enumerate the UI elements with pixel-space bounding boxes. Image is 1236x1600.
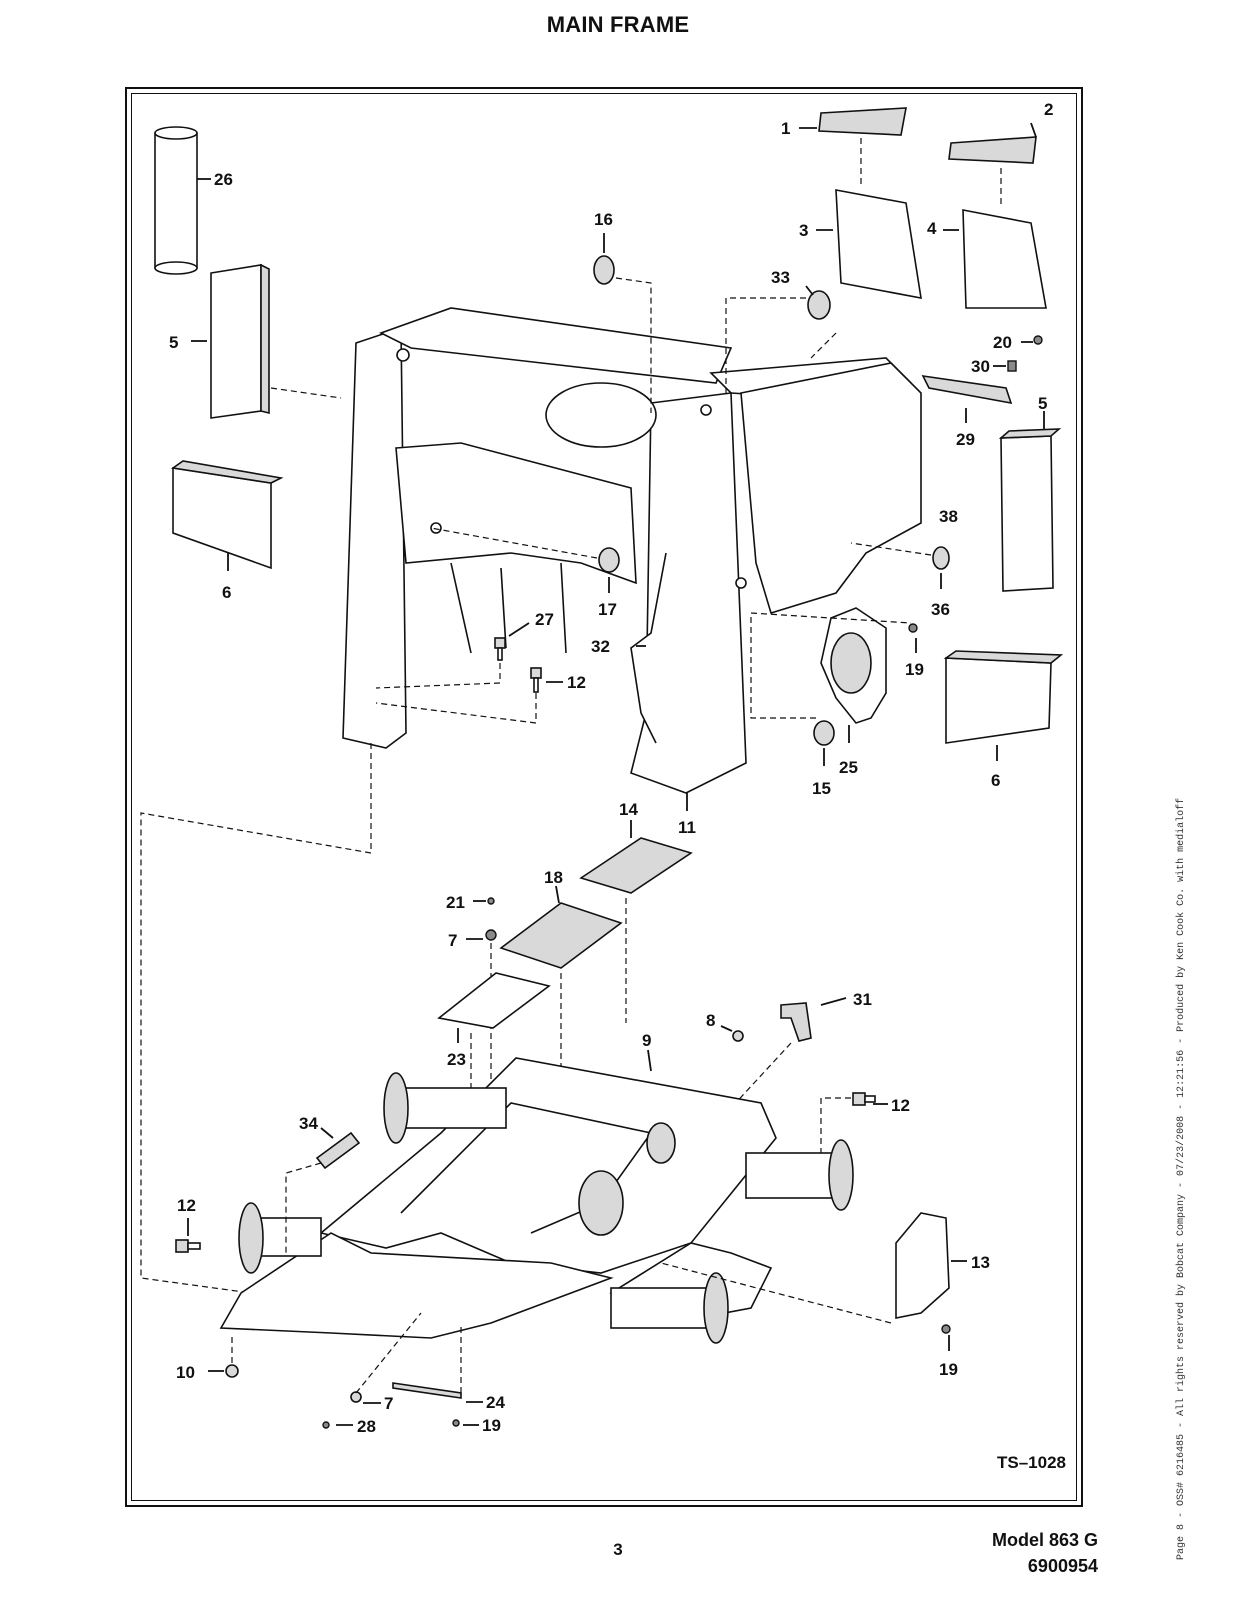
part-2-plate [948,122,1037,208]
callout-1: 1 [781,119,790,138]
callout-12c: 12 [177,1196,196,1215]
part-9-lower-frame [219,1049,854,1344]
part-36-bushing [850,542,950,589]
callout-32: 32 [591,637,610,656]
part-4-plate [943,209,1047,309]
callout-6b: 6 [991,771,1000,790]
part-5-left-block [191,263,342,419]
side-copyright-note: Page 8 - OSS# 6216485 - All rights reser… [1176,797,1187,1560]
part-12-bolt-left [175,1218,201,1253]
part-17-bushing [430,527,620,593]
callout-38: 38 [939,507,958,526]
callout-12a: 12 [567,673,586,692]
callout-27: 27 [535,610,554,629]
callout-2: 2 [1044,100,1053,119]
part-12-bolt-upper [375,667,563,724]
part-24-strap [392,1323,483,1403]
part-10-nut [208,1333,239,1378]
callout-20: 20 [993,333,1012,352]
part-21-bolt [473,897,495,905]
callout-18: 18 [544,868,563,887]
callout-5b: 5 [1038,394,1047,413]
callout-31: 31 [853,990,872,1009]
part-27-bolt [375,622,530,689]
callout-30: 30 [971,357,990,376]
callout-23: 23 [447,1050,466,1069]
callout-33: 33 [771,268,790,287]
callout-11: 11 [678,818,696,837]
part-15-bushing [813,720,835,766]
part-25-plate [750,607,912,743]
callout-13: 13 [971,1253,990,1272]
callout-26: 26 [214,170,233,189]
callout-24: 24 [486,1393,505,1412]
part-31-clip [670,997,847,1174]
part-3-plate [816,189,922,299]
part-7-washer-lower [350,1312,422,1404]
main-frame-exploded-diagram: 1 2 3 4 5 5 6 6 26 16 33 20 30 29 38 17 … [140,100,1064,1436]
callout-34: 34 [299,1114,318,1133]
part-19-nut-lower [452,1419,479,1427]
callout-25: 25 [839,758,858,777]
callout-16: 16 [594,210,613,229]
part-18-plate [499,885,623,1083]
part-29-bracket [921,374,1013,423]
part-8-nut [720,1025,744,1042]
callout-29: 29 [956,430,975,449]
callout-7a: 7 [448,931,457,950]
callout-28: 28 [357,1417,376,1436]
callout-8: 8 [706,1011,715,1030]
part-1-plate [799,107,907,188]
model-name: Model 863 G [991,1530,1098,1550]
callout-19b: 19 [939,1360,958,1379]
callout-12b: 12 [891,1096,910,1115]
part-20-bolt [1021,335,1043,345]
part-32-link [630,552,667,744]
callout-10: 10 [176,1363,195,1382]
callout-labels: 1 2 3 4 5 5 6 6 26 16 33 20 30 29 38 17 … [169,100,1053,1436]
callout-15: 15 [812,779,831,798]
callout-3: 3 [799,221,808,240]
part-11-upper-main-frame [342,307,922,811]
callout-36: 36 [931,600,950,619]
connector-upper-lower [140,743,372,1294]
part-28-bolt [322,1421,353,1429]
callout-21: 21 [446,893,465,912]
part-5-right-block [998,411,1062,592]
document-number: 6900954 [1027,1556,1098,1576]
callout-9: 9 [642,1031,651,1050]
callout-5a: 5 [169,333,178,352]
part-13-cover [660,1212,967,1324]
callout-6a: 6 [222,583,231,602]
diagram-border-inner [131,93,1077,1501]
part-26-tube [154,126,211,275]
part-16-bushing [593,233,652,413]
part-30-clip [993,360,1017,372]
part-12-bolt-right [820,1092,888,1153]
part-6-left-wedge [170,460,284,571]
callout-4: 4 [927,219,937,238]
page-number: 3 [613,1540,623,1559]
callout-19c: 19 [482,1416,501,1435]
drawing-number: TS–1028 [997,1453,1066,1472]
part-19-nut-right [941,1324,951,1351]
callout-19a: 19 [905,660,924,679]
callout-14: 14 [619,800,638,819]
part-33-bushing [725,285,837,393]
callout-17: 17 [598,600,617,619]
part-34-bar [285,1127,361,1253]
part-6-right-wedge [943,650,1064,761]
callout-7b: 7 [384,1394,393,1413]
part-19-nut-upper [908,623,918,653]
page-title: MAIN FRAME [546,12,690,37]
diagram-border-outer [125,87,1083,1507]
part-23-plate [437,972,551,1093]
part-14-plate [579,820,693,1023]
